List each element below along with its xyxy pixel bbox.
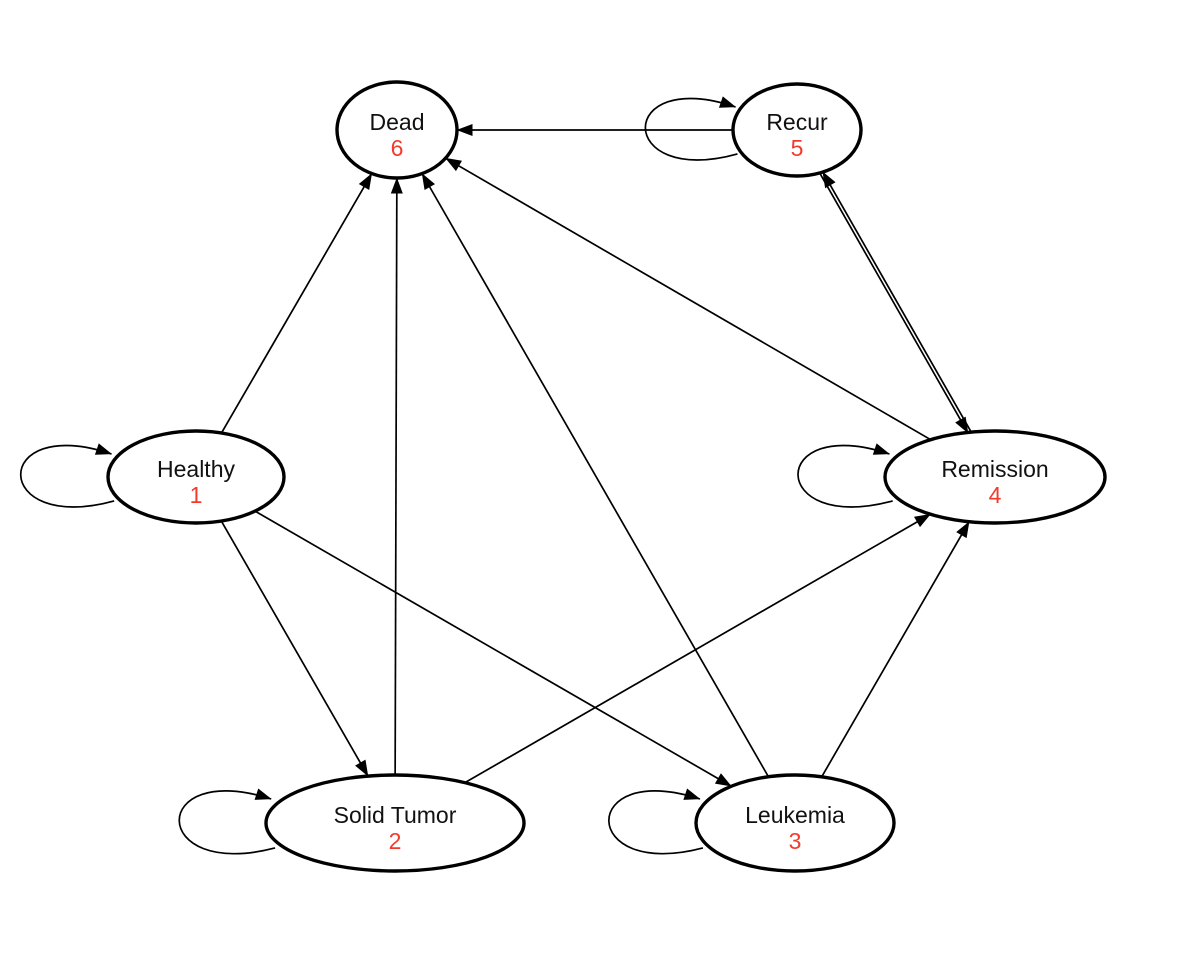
edge-leukemia-to-remission <box>820 521 970 778</box>
edge-healthy-to-solid_tumor <box>220 520 369 777</box>
edge-healthy-to-leukemia <box>254 510 732 787</box>
self-loop-healthy <box>19 443 115 508</box>
node-leukemia-number: 3 <box>789 828 802 854</box>
node-healthy-label: Healthy <box>157 456 235 482</box>
edge-leukemia-to-dead <box>421 173 770 778</box>
self-loop-leukemia <box>608 788 704 855</box>
node-remission-shape <box>883 429 1107 525</box>
self-loop-remission <box>797 443 893 508</box>
node-solid_tumor-number: 2 <box>389 828 402 854</box>
node-recur-label: Recur <box>766 109 828 135</box>
node-healthy-number: 1 <box>190 482 203 508</box>
edge-remission-to-dead <box>445 157 932 441</box>
edge-healthy-to-dead <box>220 173 373 434</box>
edges-layer <box>19 96 972 855</box>
node-remission-label: Remission <box>941 456 1048 482</box>
self-loop-solid_tumor <box>178 788 276 855</box>
edge-solid_tumor-to-dead <box>390 177 403 776</box>
node-solid_tumor-label: Solid Tumor <box>334 802 457 828</box>
node-dead-number: 6 <box>391 135 404 161</box>
edge-recur-to-remission <box>819 172 969 434</box>
node-dead-shape <box>335 80 459 180</box>
node-solid_tumor-shape <box>264 773 526 873</box>
node-dead-label: Dead <box>370 109 425 135</box>
edge-solid_tumor-to-remission <box>464 513 931 784</box>
node-leukemia-shape <box>694 773 896 873</box>
node-leukemia-label: Leukemia <box>745 802 845 828</box>
node-recur-shape <box>731 82 863 178</box>
node-remission-number: 4 <box>989 482 1002 508</box>
self-loop-recur <box>644 96 738 161</box>
node-healthy-shape <box>106 429 286 525</box>
node-recur-number: 5 <box>791 135 804 161</box>
edge-remission-to-recur <box>821 171 972 432</box>
